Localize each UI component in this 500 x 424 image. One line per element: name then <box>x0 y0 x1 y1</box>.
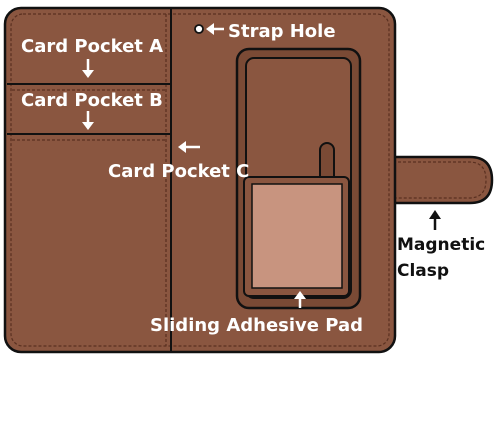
strap-hole-icon <box>194 24 204 34</box>
label-card-pocket-c: Card Pocket C <box>108 161 249 182</box>
label-sliding-adhesive-pad: Sliding Adhesive Pad <box>150 315 363 336</box>
arrow-down-icon-a <box>82 59 94 78</box>
arrow-up-icon-pad <box>294 291 306 308</box>
label-strap-hole: Strap Hole <box>228 21 336 42</box>
label-card-pocket-a: Card Pocket A <box>21 36 163 57</box>
arrow-left-icon-strap <box>206 23 224 35</box>
sliding-adhesive-pad <box>243 176 350 297</box>
card-pocket-lines <box>7 83 171 141</box>
label-magnetic: Magnetic <box>397 235 485 255</box>
arrow-down-icon-b <box>82 111 94 130</box>
arrows <box>82 23 306 308</box>
arrow-left-icon-c <box>178 141 200 153</box>
magnetic-clasp <box>386 155 494 205</box>
label-card-pocket-b: Card Pocket B <box>21 90 163 111</box>
arrow-up-icon-clasp <box>429 210 441 230</box>
label-clasp: Clasp <box>397 261 449 281</box>
